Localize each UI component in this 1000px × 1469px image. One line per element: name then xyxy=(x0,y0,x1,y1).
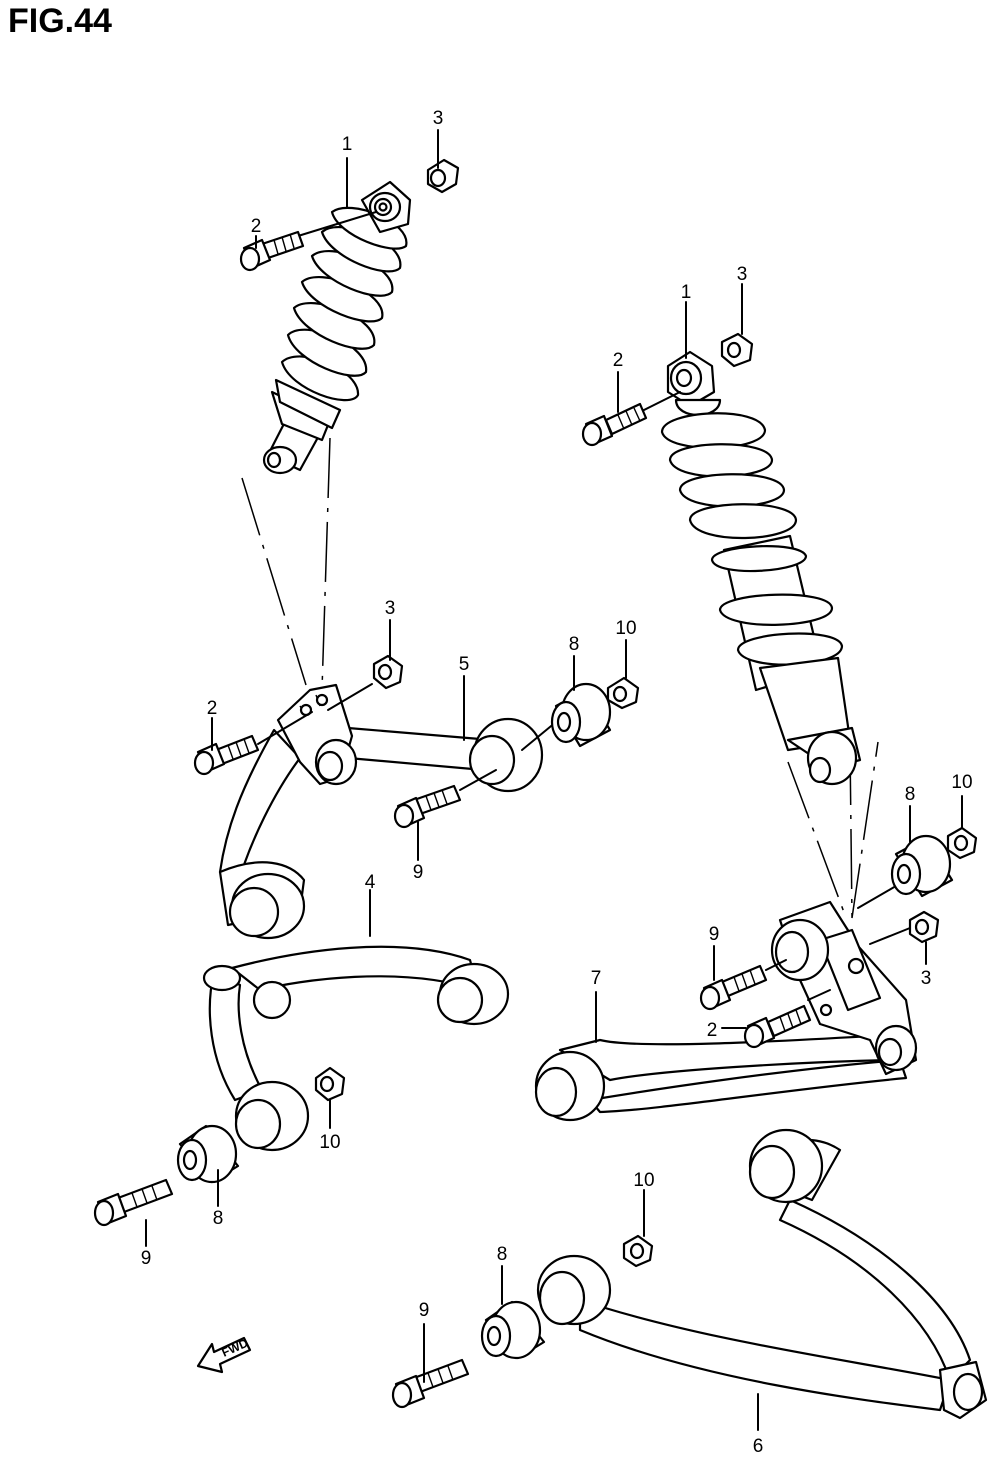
right-arm-nut-3[interactable] xyxy=(869,910,940,945)
left-lower-arm[interactable] xyxy=(202,945,510,1152)
right-shock-absorber[interactable] xyxy=(660,350,879,919)
left-arm-nut[interactable] xyxy=(327,654,404,711)
callout-right-1: 1 xyxy=(681,282,692,303)
callout-right-2a: 2 xyxy=(613,350,624,371)
right-upper-bolt[interactable] xyxy=(581,391,681,447)
left-lower-bushing[interactable] xyxy=(176,1124,240,1184)
right-upper-arm[interactable] xyxy=(534,900,918,1122)
callout-right-10a: 10 xyxy=(951,772,972,793)
callout-right-8b: 8 xyxy=(497,1244,508,1265)
callout-left-8b: 8 xyxy=(213,1208,224,1229)
figure-title: FIG.44 xyxy=(8,2,112,40)
left-shock-absorber[interactable] xyxy=(241,180,412,691)
callout-left-8a: 8 xyxy=(569,634,580,655)
callout-left-2b: 2 xyxy=(207,698,218,719)
right-arm-bolt-9[interactable] xyxy=(699,959,787,1011)
callout-left-3b: 3 xyxy=(385,598,396,619)
right-lower-arm[interactable] xyxy=(536,1128,988,1420)
callout-left-3a: 3 xyxy=(433,108,444,129)
callout-leaders xyxy=(145,129,963,1431)
left-arm-bolt[interactable] xyxy=(193,711,313,776)
right-upper-nut[interactable] xyxy=(720,332,754,368)
callout-4: 4 xyxy=(365,872,376,893)
left-lower-bolt-9[interactable] xyxy=(93,1178,174,1227)
left-upper-bolt-9[interactable] xyxy=(393,769,497,829)
callout-right-3b: 3 xyxy=(921,968,932,989)
callout-right-9b: 9 xyxy=(419,1300,430,1321)
callout-left-10a: 10 xyxy=(615,618,636,639)
callout-6: 6 xyxy=(753,1436,764,1457)
callout-left-9b: 9 xyxy=(141,1248,152,1269)
left-upper-bushing[interactable] xyxy=(521,682,612,751)
callout-right-8a: 8 xyxy=(905,784,916,805)
callout-left-2a: 2 xyxy=(251,216,262,237)
fwd-arrow-icon: FWD xyxy=(196,1336,252,1374)
callout-right-2b: 2 xyxy=(707,1020,718,1041)
left-upper-arm[interactable] xyxy=(218,683,544,940)
right-lower-bushing[interactable] xyxy=(480,1300,546,1360)
callout-right-10b: 10 xyxy=(633,1170,654,1191)
callout-numbers: 1 2 3 1 2 3 3 2 5 8 10 9 4 10 8 9 10 8 9… xyxy=(141,108,973,1457)
callout-left-1: 1 xyxy=(342,134,353,155)
right-upper-washer-10[interactable] xyxy=(946,826,978,860)
callout-right-3a: 3 xyxy=(737,264,748,285)
right-upper-bushing[interactable] xyxy=(857,834,954,909)
right-arm-bolt-2[interactable] xyxy=(743,989,831,1049)
callout-left-10b: 10 xyxy=(319,1132,340,1153)
left-upper-nut[interactable] xyxy=(426,158,460,194)
callout-left-9a: 9 xyxy=(413,862,424,883)
right-lower-washer-10[interactable] xyxy=(622,1234,654,1268)
callout-7: 7 xyxy=(591,968,602,989)
callout-5: 5 xyxy=(459,654,470,675)
left-upper-washer-10[interactable] xyxy=(606,676,640,710)
left-lower-washer-10[interactable] xyxy=(314,1066,346,1102)
right-lower-bolt-9[interactable] xyxy=(391,1358,470,1409)
callout-right-9a: 9 xyxy=(709,924,720,945)
